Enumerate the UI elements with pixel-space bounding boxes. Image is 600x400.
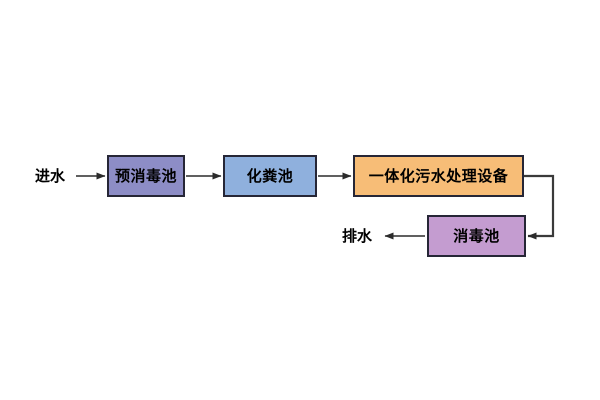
influent-label: 进水	[35, 167, 66, 185]
node-disinfection-tank[interactable]: 消毒池	[427, 215, 526, 257]
effluent-label: 排水	[342, 227, 373, 245]
edge-integrated-to-disinfect	[524, 174, 555, 240]
node-integrated-sewage-treatment-equipment[interactable]: 一体化污水处理设备	[353, 155, 524, 197]
node-pre-disinfection-tank[interactable]: 预消毒池	[107, 155, 185, 197]
node-septic-tank[interactable]: 化粪池	[223, 155, 317, 197]
